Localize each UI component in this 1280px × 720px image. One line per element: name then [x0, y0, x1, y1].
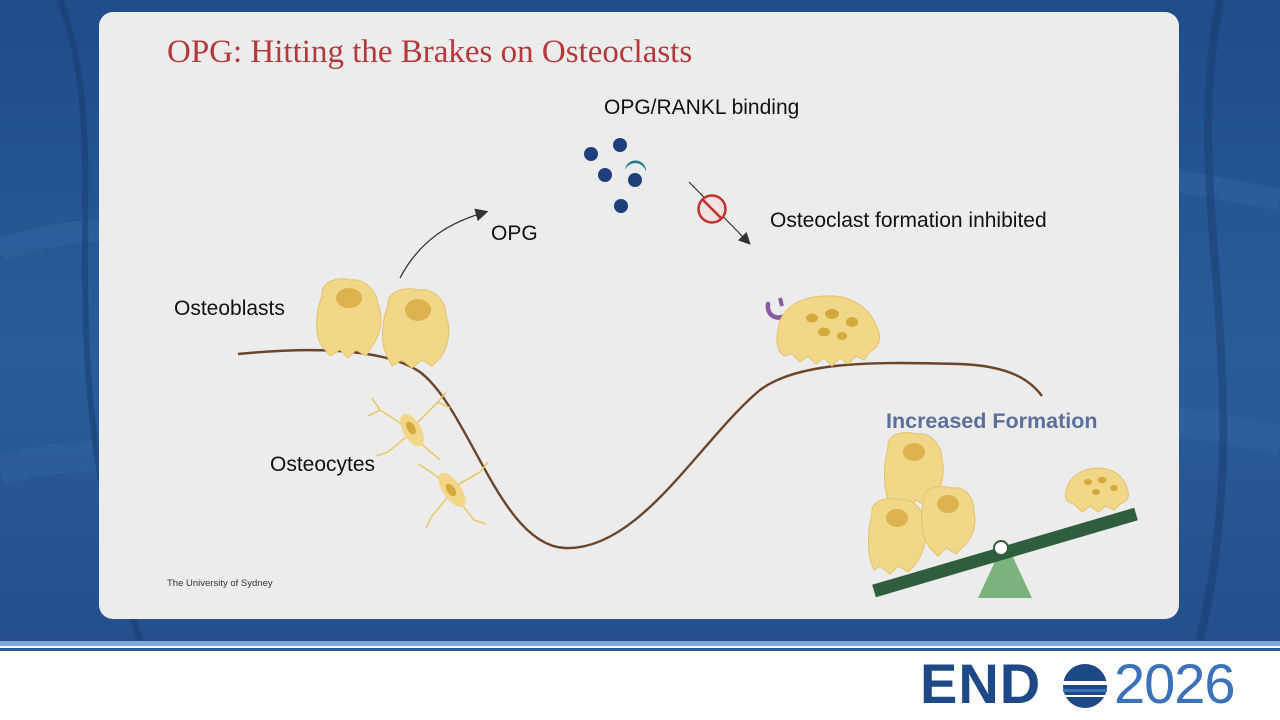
- osteoclast-cell: [1064, 467, 1129, 513]
- secretion-arrow: [399, 208, 489, 279]
- osteoblast-cell: [316, 278, 382, 359]
- slide-title: OPG: Hitting the Brakes on Osteoclasts: [167, 34, 693, 70]
- seesaw-fulcrum: [978, 540, 1032, 598]
- osteoblast-cell: [868, 498, 926, 575]
- osteocyte-cell: [417, 461, 489, 529]
- opg-label: OPG: [491, 222, 538, 245]
- opg-crescent-icon: [512, 189, 523, 211]
- receptor-icon: [778, 297, 784, 307]
- logo-brand: END: [920, 652, 1042, 715]
- footer-stripe: [0, 641, 1280, 646]
- seesaw-pivot: [993, 540, 1009, 556]
- osteocyte-cell: [367, 391, 451, 461]
- osteoclast-cell: [776, 295, 881, 367]
- osteoblast-cell: [921, 486, 976, 557]
- increased-formation-label: Increased Formation: [886, 409, 1098, 433]
- opg-rankl-complex: [584, 135, 647, 218]
- logo-globe-icon: [1063, 664, 1107, 708]
- footer-stripe: [0, 648, 1280, 651]
- osteoblasts-label: Osteoblasts: [174, 297, 285, 320]
- osteoclast-inhibited-label: Osteoclast formation inhibited: [770, 209, 1047, 232]
- osteoblast-cell: [884, 432, 944, 509]
- osteocytes-label: Osteocytes: [270, 453, 376, 476]
- opg-rankl-label: OPG/RANKL binding: [604, 96, 800, 119]
- rankl-ball-icon: [584, 147, 598, 161]
- inhibit-icon: [697, 194, 727, 224]
- logo-year: 2026: [1114, 652, 1236, 715]
- osteoblast-cell: [381, 288, 450, 369]
- source-credit: The University of Sydney: [167, 578, 273, 589]
